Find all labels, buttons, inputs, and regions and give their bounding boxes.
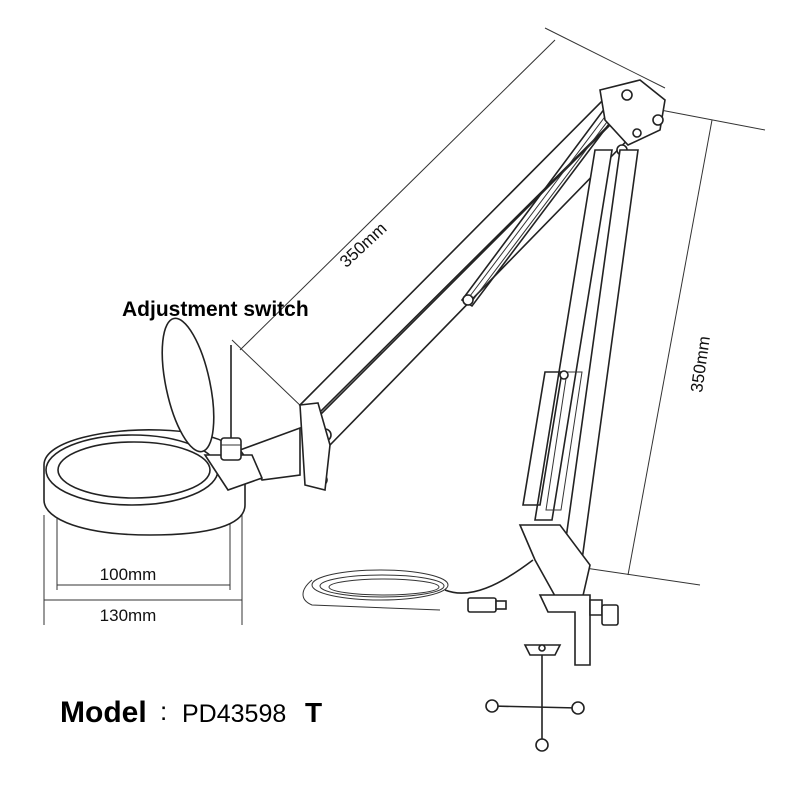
adjustment-switch xyxy=(220,345,242,461)
lower-arm xyxy=(534,149,639,561)
model-suffix: T xyxy=(305,697,322,728)
arm-height-label: 350mm xyxy=(687,335,714,394)
arm-length-dimension xyxy=(231,27,666,411)
arm-length-label: 350mm xyxy=(336,219,390,272)
model-label: Model xyxy=(60,696,147,729)
arm-height-dimension xyxy=(584,107,766,586)
model-separator: : xyxy=(160,696,167,726)
head-joint xyxy=(599,79,666,156)
pivot-bolt xyxy=(559,370,569,380)
lens-cover xyxy=(161,317,215,453)
lower-spring xyxy=(522,371,583,511)
pivot-bolt xyxy=(462,294,474,306)
lens-inner-diameter-label: 100mm xyxy=(100,565,157,584)
usb-plug xyxy=(467,597,497,613)
power-cable xyxy=(302,559,534,613)
model-number: PD43598 xyxy=(182,700,286,728)
desk-clamp xyxy=(485,524,619,752)
model-caption: Model : PD43598 T xyxy=(60,696,322,729)
magnifier-head xyxy=(43,428,264,536)
lens-outer-diameter-label: 130mm xyxy=(100,606,157,625)
adjustment-switch-label: Adjustment switch xyxy=(122,298,309,321)
